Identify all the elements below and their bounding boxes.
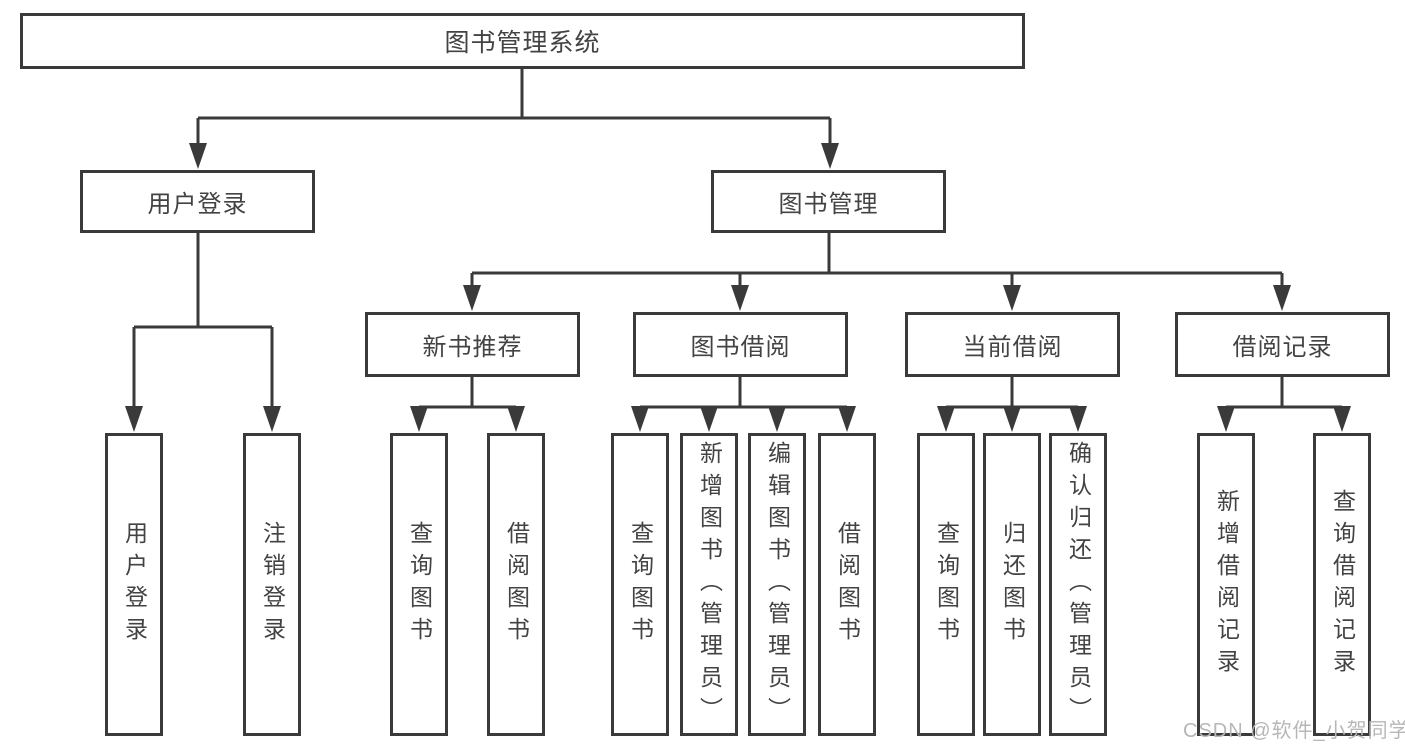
arrow-icon <box>125 406 143 432</box>
arrow-icon <box>821 143 839 169</box>
leaf-return-book: 归还图书 <box>983 433 1041 736</box>
arrow-icon <box>507 406 525 432</box>
node-user-login: 用户登录 <box>80 170 315 233</box>
leaf-label: 查询借阅记录 <box>1329 488 1356 681</box>
node-book-borrow: 图书借阅 <box>633 312 848 377</box>
leaf-query-books-recommend: 查询图书 <box>390 433 448 736</box>
arrow-icon <box>463 285 481 311</box>
leaf-logout: 注销登录 <box>243 433 301 736</box>
leaf-label: 确认归还（管理员） <box>1065 440 1092 729</box>
node-borrow-records: 借阅记录 <box>1175 312 1390 377</box>
arrow-icon <box>838 406 856 432</box>
leaf-borrow-books: 借阅图书 <box>818 433 876 736</box>
leaf-query-books-current: 查询图书 <box>917 433 975 736</box>
leaf-add-borrow-record: 新增借阅记录 <box>1197 433 1255 736</box>
leaf-label: 查询图书 <box>627 520 654 649</box>
leaf-user-login: 用户登录 <box>105 433 163 736</box>
leaf-confirm-return-admin: 确认归还（管理员） <box>1049 433 1107 736</box>
arrow-icon <box>410 406 428 432</box>
leaf-label: 归还图书 <box>999 520 1026 649</box>
arrow-icon <box>1333 406 1351 432</box>
arrow-icon <box>1217 406 1235 432</box>
watermark: CSDN @软件_小贺同学 <box>1183 720 1405 742</box>
arrow-icon <box>1273 285 1291 311</box>
leaf-query-books-borrow: 查询图书 <box>611 433 669 736</box>
leaf-add-book-admin: 新增图书（管理员） <box>680 433 738 736</box>
arrow-icon <box>1003 285 1021 311</box>
leaf-query-borrow-record: 查询借阅记录 <box>1313 433 1371 736</box>
arrow-icon <box>189 143 207 169</box>
node-book-management: 图书管理 <box>711 170 946 233</box>
node-label: 用户登录 <box>147 191 248 218</box>
leaf-label: 新增借阅记录 <box>1213 488 1240 681</box>
node-label: 图书借阅 <box>690 334 791 361</box>
arrow-icon <box>631 406 649 432</box>
node-label: 图书管理 <box>778 191 879 218</box>
leaf-label: 借阅图书 <box>503 520 530 649</box>
arrow-icon <box>263 406 281 432</box>
node-root: 图书管理系统 <box>20 13 1025 69</box>
arrow-icon <box>1069 406 1087 432</box>
leaf-label: 注销登录 <box>259 520 286 649</box>
leaf-label: 用户登录 <box>121 520 148 649</box>
leaf-edit-book-admin: 编辑图书（管理员） <box>748 433 806 736</box>
arrowheads <box>125 143 1351 432</box>
arrow-icon <box>937 406 955 432</box>
node-root-label: 图书管理系统 <box>444 29 601 57</box>
arrow-icon <box>1003 406 1021 432</box>
arrow-icon <box>731 285 749 311</box>
leaf-borrow-books-recommend: 借阅图书 <box>487 433 545 736</box>
leaf-label: 新增图书（管理员） <box>696 440 723 729</box>
node-label: 新书推荐 <box>422 334 523 361</box>
leaf-label: 编辑图书（管理员） <box>764 440 791 729</box>
node-new-book-recommend: 新书推荐 <box>365 312 580 377</box>
leaf-label: 借阅图书 <box>834 520 861 649</box>
leaf-label: 查询图书 <box>933 520 960 649</box>
node-label: 当前借阅 <box>962 334 1063 361</box>
node-current-borrow: 当前借阅 <box>905 312 1120 377</box>
arrow-icon <box>700 406 718 432</box>
arrow-icon <box>768 406 786 432</box>
node-label: 借阅记录 <box>1232 334 1333 361</box>
leaf-label: 查询图书 <box>406 520 433 649</box>
